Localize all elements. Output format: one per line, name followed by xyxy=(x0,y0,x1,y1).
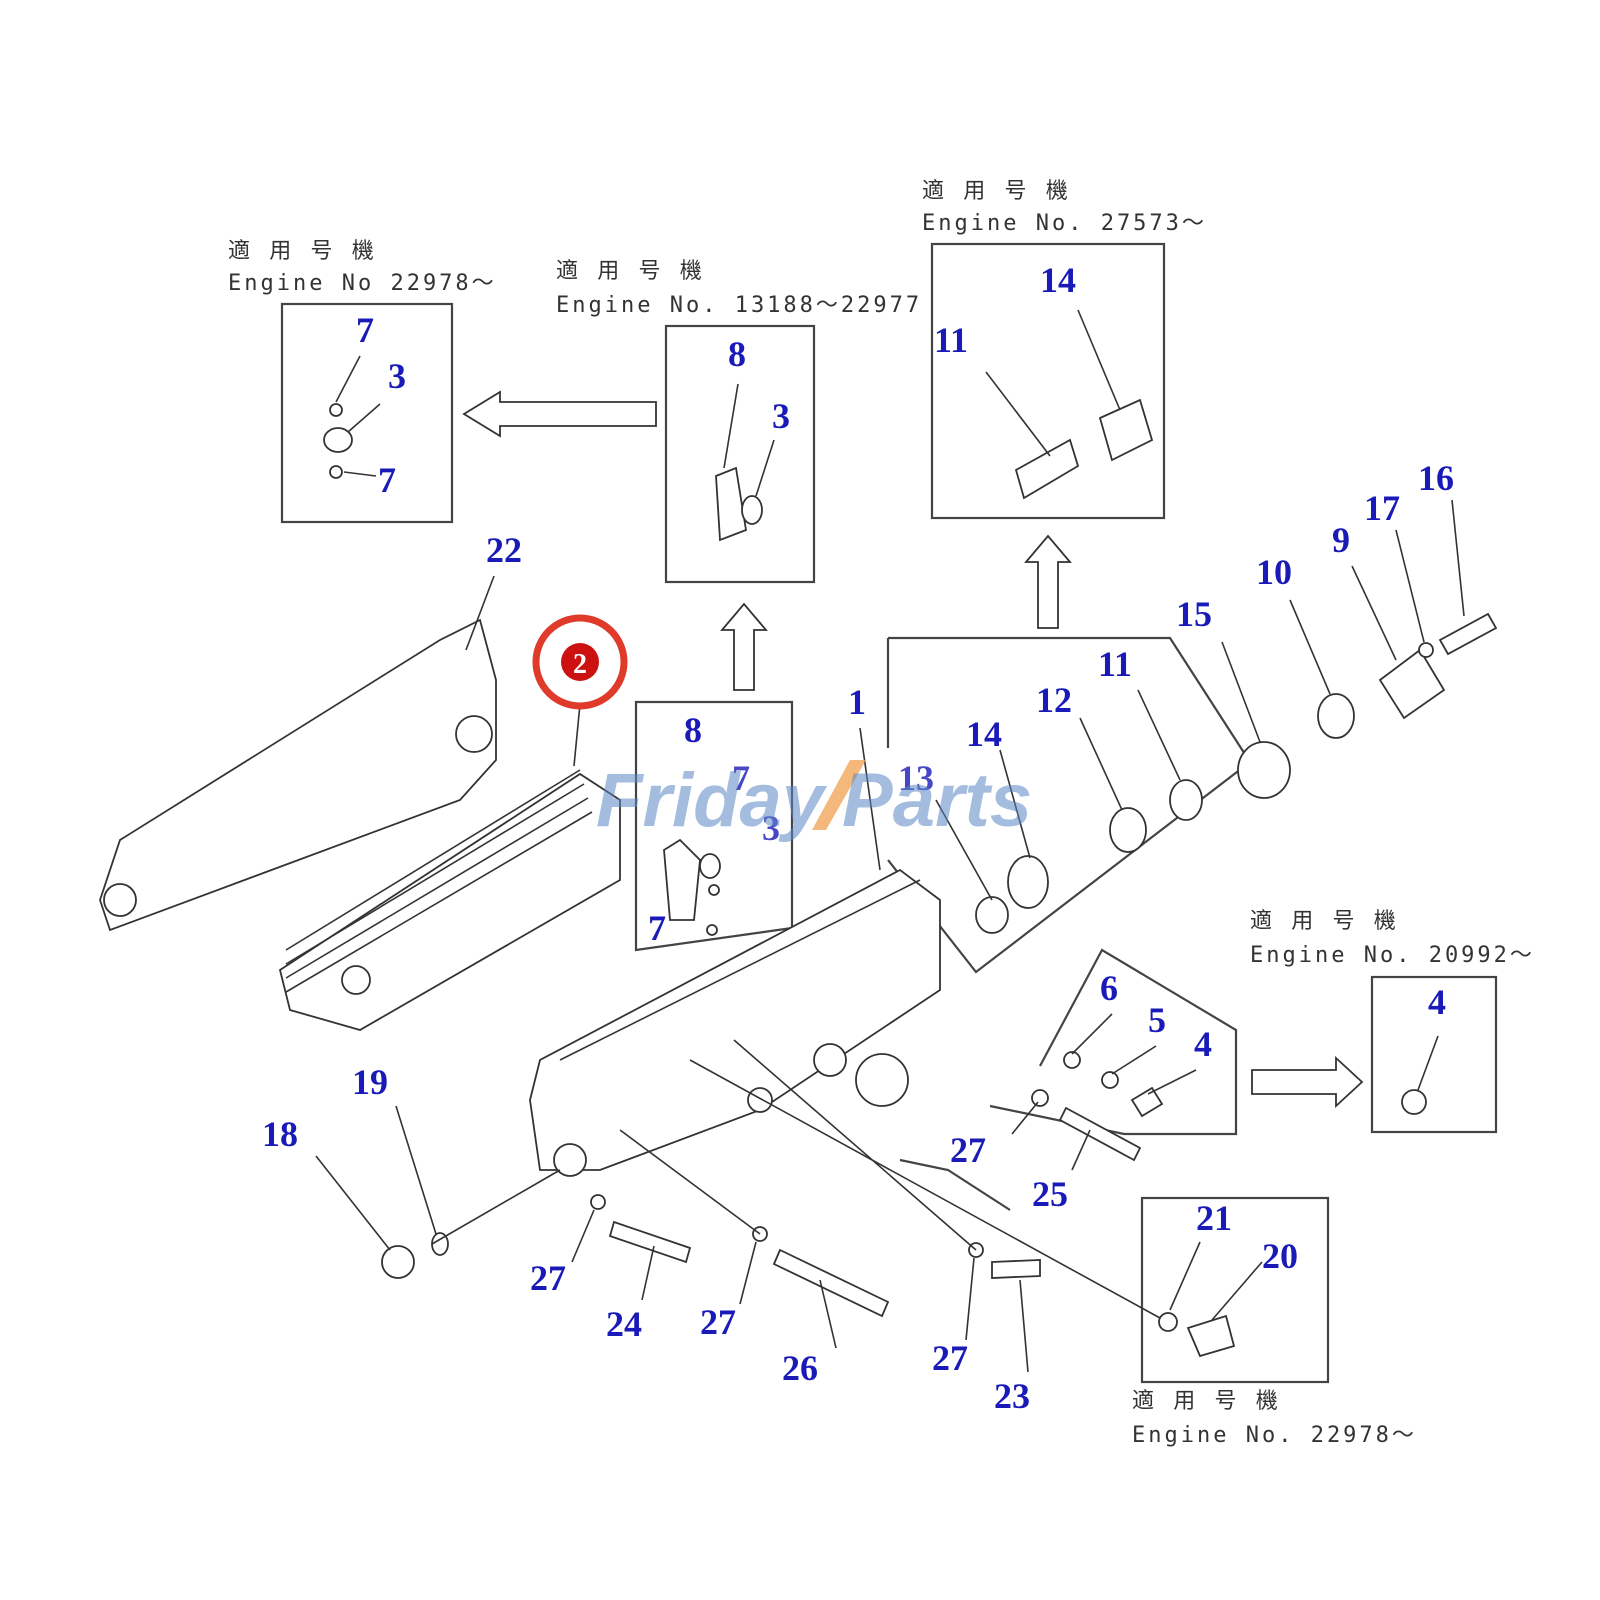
callout-2: 2 xyxy=(573,649,587,680)
callout-4[interactable]: 4 xyxy=(1428,982,1446,1022)
callout-25[interactable]: 25 xyxy=(1032,1174,1068,1214)
gasket-hole xyxy=(455,715,493,753)
callout-21[interactable]: 21 xyxy=(1196,1198,1232,1238)
callout-4[interactable]: 4 xyxy=(1194,1024,1212,1064)
inset-box-top-left xyxy=(280,302,454,524)
highlighted-part-marker[interactable]: 2 xyxy=(532,614,628,710)
note-top-right: 適 用 号 機 Engine No. 27573～ xyxy=(922,179,1207,236)
callout-11[interactable]: 11 xyxy=(934,320,968,360)
callout-27[interactable]: 27 xyxy=(950,1130,986,1170)
callout-14[interactable]: 14 xyxy=(966,714,1002,754)
gasket-22 xyxy=(99,618,497,932)
callout-27[interactable]: 27 xyxy=(932,1338,968,1378)
highlight-badge xyxy=(561,643,599,681)
svg-text:Friday: Friday xyxy=(596,758,828,843)
note-right: 適 用 号 機 Engine No. 20992～ xyxy=(1250,909,1535,968)
callouts: 7 3 7 8 3 14 11 22 8 7 3 7 1 13 14 12 11… xyxy=(262,260,1454,1416)
svg-text:Engine No. 22978～: Engine No. 22978～ xyxy=(1132,1423,1417,1448)
svg-text:Parts: Parts xyxy=(842,758,1032,843)
callout-10[interactable]: 10 xyxy=(1256,552,1292,592)
callout-1[interactable]: 1 xyxy=(848,682,866,722)
svg-text:Engine No. 20992～: Engine No. 20992～ xyxy=(1250,943,1535,968)
callout-3[interactable]: 3 xyxy=(388,356,406,396)
arrow-up-right xyxy=(1024,534,1072,629)
thermostat-inset-parts xyxy=(985,309,1154,500)
arrow-left xyxy=(462,390,657,438)
svg-text:Engine No 22978～: Engine No 22978～ xyxy=(228,271,497,296)
callout-18[interactable]: 18 xyxy=(262,1114,298,1154)
callout-14[interactable]: 14 xyxy=(1040,260,1076,300)
arrow-right xyxy=(1251,1055,1364,1109)
svg-text:適 用 号 機: 適 用 号 機 xyxy=(1132,1389,1281,1414)
note-top-middle: 適 用 号 機 Engine No. 13188～22977 xyxy=(556,259,922,318)
callout-15[interactable]: 15 xyxy=(1176,594,1212,634)
callout-16[interactable]: 16 xyxy=(1418,458,1454,498)
svg-text:適 用 号 機: 適 用 号 機 xyxy=(1250,909,1399,934)
svg-text:適 用 号 機: 適 用 号 機 xyxy=(922,179,1071,204)
note-bottom-right: 適 用 号 機 Engine No. 22978～ xyxy=(1132,1389,1417,1448)
callout-26[interactable]: 26 xyxy=(782,1348,818,1388)
svg-text:適 用 号 機: 適 用 号 機 xyxy=(228,239,377,264)
gasket-inset-parts xyxy=(323,403,763,936)
callout-8[interactable]: 8 xyxy=(684,710,702,750)
inset-box-top-middle xyxy=(664,324,816,584)
thermostat-group-parts xyxy=(975,612,1498,934)
callout-5[interactable]: 5 xyxy=(1148,1000,1166,1040)
cooler-housing xyxy=(529,868,941,1177)
leader-lines xyxy=(315,355,1465,1373)
svg-text:Engine No. 13188～22977: Engine No. 13188～22977 xyxy=(556,293,922,318)
oil-cooler-element xyxy=(278,769,621,1031)
callout-19[interactable]: 19 xyxy=(352,1062,388,1102)
group-bracket-gasket xyxy=(634,700,794,952)
inset-box-top-right xyxy=(930,242,1166,520)
svg-text:Engine No. 27573～: Engine No. 27573～ xyxy=(922,211,1207,236)
watermark-slash xyxy=(812,760,866,830)
callout-7[interactable]: 7 xyxy=(356,310,374,350)
callout-7[interactable]: 7 xyxy=(648,908,666,948)
inset-box-right xyxy=(1370,975,1498,1134)
callout-20[interactable]: 20 xyxy=(1262,1236,1298,1276)
watermark-logo: Friday Parts xyxy=(596,758,1032,843)
inset-box-bottom-right xyxy=(1140,1196,1330,1384)
callout-11[interactable]: 11 xyxy=(1098,644,1132,684)
callout-27[interactable]: 27 xyxy=(530,1258,566,1298)
note-top-left: 適 用 号 機 Engine No 22978～ xyxy=(228,239,497,296)
highlight-ring xyxy=(532,614,628,710)
svg-text:適 用 号 機: 適 用 号 機 xyxy=(556,259,705,284)
arrow-up-middle xyxy=(720,602,768,691)
callout-12[interactable]: 12 xyxy=(1036,680,1072,720)
callout-9[interactable]: 9 xyxy=(1332,520,1350,560)
callout-3[interactable]: 3 xyxy=(762,808,780,848)
callout-27[interactable]: 27 xyxy=(700,1302,736,1342)
callout-13[interactable]: 13 xyxy=(898,758,934,798)
callout-17[interactable]: 17 xyxy=(1364,488,1400,528)
callout-24[interactable]: 24 xyxy=(606,1304,642,1344)
callout-7[interactable]: 7 xyxy=(732,758,750,798)
callout-8[interactable]: 8 xyxy=(728,334,746,374)
callout-23[interactable]: 23 xyxy=(994,1376,1030,1416)
callout-22[interactable]: 22 xyxy=(486,530,522,570)
callout-3[interactable]: 3 xyxy=(772,396,790,436)
gasket-hole xyxy=(103,883,137,917)
callout-7[interactable]: 7 xyxy=(378,460,396,500)
bolts-and-washers xyxy=(381,1051,1427,1358)
group-bracket-bolts xyxy=(899,1158,1011,1211)
callout-6[interactable]: 6 xyxy=(1100,968,1118,1008)
